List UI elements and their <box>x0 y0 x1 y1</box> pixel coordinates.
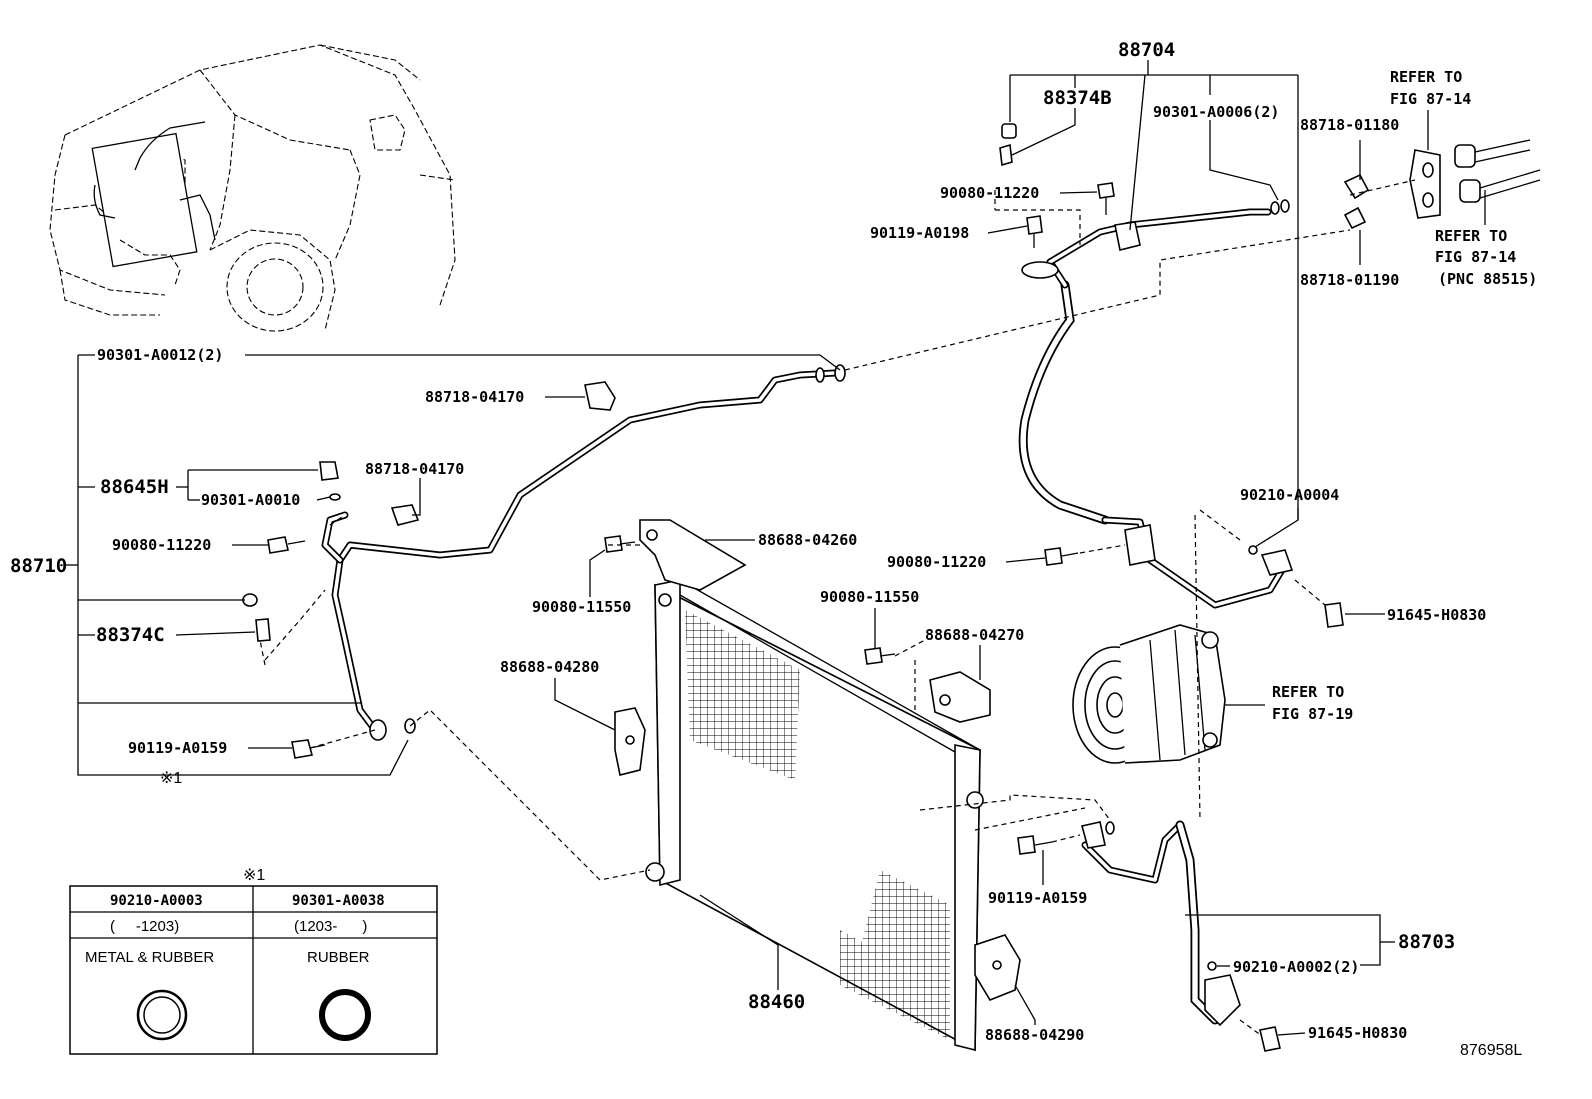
label-90119-A0159-left: 90119-A0159 <box>128 739 227 757</box>
label-88710: 88710 <box>10 555 67 577</box>
truck-illustration <box>49 44 456 332</box>
refer-label-3-line1: REFER TO <box>1272 683 1344 701</box>
label-88688-04290: 88688-04290 <box>985 1026 1084 1044</box>
liquid-pipe-88710 <box>321 369 839 734</box>
metal-rubber-gasket-icon <box>136 989 188 1041</box>
suction-hose-88704 <box>1018 258 1289 609</box>
label-88374B: 88374B <box>1043 87 1112 109</box>
fittings <box>242 123 1541 1052</box>
leader-lines <box>65 60 1486 1036</box>
bracket-88688-04290 <box>974 934 1021 1001</box>
bracket-88688-04270 <box>929 671 991 723</box>
note-col1-range: ( -1203) <box>110 918 179 935</box>
rubber-oring-icon <box>319 989 371 1041</box>
refer-label-1-line1: REFER TO <box>1390 68 1462 86</box>
refer-label-3-line2: FIG 87-19 <box>1272 705 1353 723</box>
label-88703: 88703 <box>1398 931 1455 953</box>
label-90080-11220-top: 90080-11220 <box>940 184 1039 202</box>
dashed-guides <box>259 179 1416 1037</box>
note-col2-material: RUBBER <box>307 949 370 966</box>
refer-label-2-line2: FIG 87-14 <box>1435 248 1516 266</box>
upper-pipe-88704 <box>1046 208 1272 266</box>
note-col2-partno: 90301-A0038 <box>292 893 385 909</box>
bracket-88688-04260 <box>639 519 747 591</box>
note-col2-range: (1203- ) <box>294 918 367 935</box>
label-90301-A0006: 90301-A0006(2) <box>1153 103 1279 121</box>
label-note-mark-left: ※1 <box>160 770 182 787</box>
condenser <box>645 579 984 1052</box>
label-88460: 88460 <box>748 991 805 1013</box>
label-88688-04280: 88688-04280 <box>500 658 599 676</box>
label-88718-01190: 88718-01190 <box>1300 271 1399 289</box>
label-90210-A0004: 90210-A0004 <box>1240 486 1339 504</box>
note-col1-material: METAL & RUBBER <box>85 949 214 966</box>
label-88645H: 88645H <box>100 476 169 498</box>
part-labels: 88704 88374B 90301-A0006(2) 88718-01180 … <box>10 39 1537 1059</box>
label-90080-11220-left: 90080-11220 <box>112 536 211 554</box>
label-88718-04170-a: 88718-04170 <box>425 388 524 406</box>
label-90080-11220-right: 90080-11220 <box>887 553 986 571</box>
figure-id: 876958L <box>1460 1042 1522 1059</box>
label-88688-04260: 88688-04260 <box>758 531 857 549</box>
label-91645-H0830-a: 91645-H0830 <box>1387 606 1486 624</box>
label-90080-11550-a: 90080-11550 <box>532 598 631 616</box>
compressor <box>1072 624 1226 764</box>
label-90080-11550-b: 90080-11550 <box>820 588 919 606</box>
discharge-hose-88703 <box>1081 820 1220 1025</box>
label-90301-A0012: 90301-A0012(2) <box>97 346 223 364</box>
label-88374C: 88374C <box>96 624 165 646</box>
label-90210-A0002: 90210-A0002(2) <box>1233 958 1359 976</box>
label-90119-A0159-right: 90119-A0159 <box>988 889 1087 907</box>
label-88688-04270: 88688-04270 <box>925 626 1024 644</box>
label-90301-A0010: 90301-A0010 <box>201 491 300 509</box>
label-91645-H0830-b: 91645-H0830 <box>1308 1024 1407 1042</box>
note-table: ※1 90210-A0003 90301-A0038 ( -1203) (120… <box>69 867 438 1055</box>
label-90119-A0198: 90119-A0198 <box>870 224 969 242</box>
refer-label-2-line1: REFER TO <box>1435 227 1507 245</box>
refer-label-2-line3: (PNC 88515) <box>1438 270 1537 288</box>
label-88718-01180: 88718-01180 <box>1300 116 1399 134</box>
label-88718-04170-b: 88718-04170 <box>365 460 464 478</box>
bracket-88688-04280 <box>614 707 646 776</box>
label-88704: 88704 <box>1118 39 1175 61</box>
note-col1-partno: 90210-A0003 <box>110 893 203 909</box>
refer-label-1-line2: FIG 87-14 <box>1390 90 1471 108</box>
note-table-mark: ※1 <box>243 867 265 884</box>
